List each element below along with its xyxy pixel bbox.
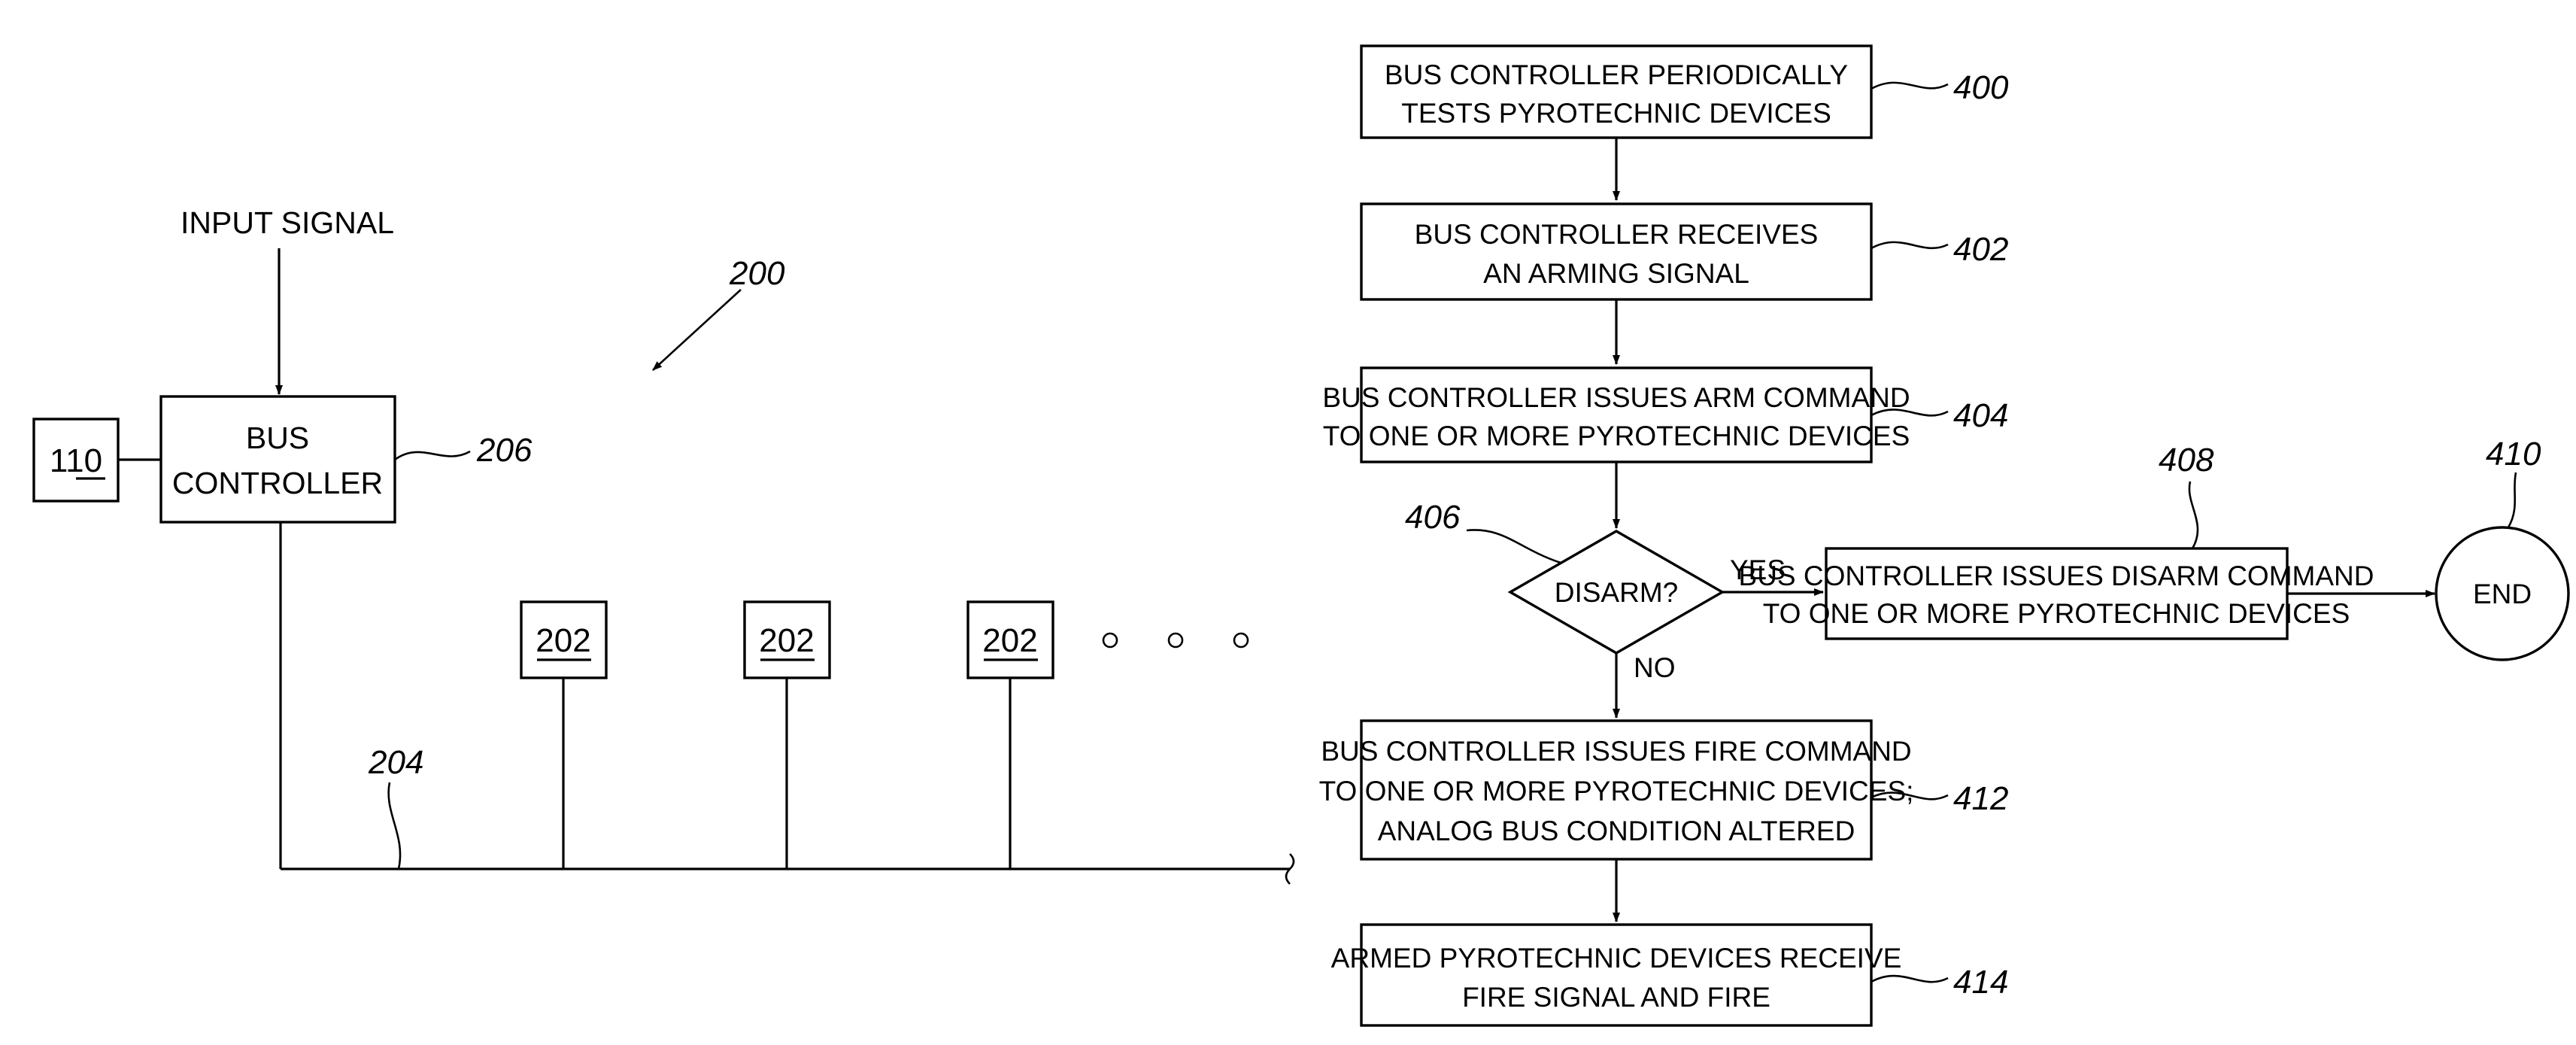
step-412-line2: TO ONE OR MORE PYROTECHNIC DEVICES; bbox=[1319, 776, 1914, 807]
ref-204-leader bbox=[389, 782, 400, 869]
ref-400: 400 bbox=[1953, 69, 2009, 106]
decision-406-label: DISARM? bbox=[1555, 577, 1678, 608]
input-signal-label: INPUT SIGNAL bbox=[181, 205, 394, 240]
ref-200: 200 bbox=[729, 255, 785, 292]
device-202-b: 202 bbox=[745, 602, 830, 869]
ref-408: 408 bbox=[2159, 442, 2214, 478]
flowchart: BUS CONTROLLER PERIODICALLY TESTS PYROTE… bbox=[1319, 46, 2568, 1025]
end-410-label: END bbox=[2473, 579, 2532, 609]
device-202-c-label: 202 bbox=[982, 622, 1037, 659]
ellipsis-dot-2 bbox=[1169, 633, 1182, 647]
box-110-label: 110 bbox=[50, 442, 102, 479]
decision-no-label: NO bbox=[1634, 652, 1676, 683]
ref-400-leader bbox=[1871, 83, 1948, 89]
ref-402: 402 bbox=[1953, 231, 2008, 268]
bus-controller-line1: BUS bbox=[246, 421, 309, 455]
step-400-line2: TESTS PYROTECHNIC DEVICES bbox=[1401, 98, 1831, 129]
ref-414: 414 bbox=[1953, 964, 2008, 1001]
bus-system-diagram: 200 INPUT SIGNAL 110 BUS CONTROLLER 206 … bbox=[34, 205, 1294, 884]
step-402-line1: BUS CONTROLLER RECEIVES bbox=[1415, 219, 1819, 250]
ref-410-leader bbox=[2508, 472, 2516, 527]
device-202-a: 202 bbox=[521, 602, 606, 869]
ref-206-leader bbox=[395, 451, 470, 460]
step-414-line2: FIRE SIGNAL AND FIRE bbox=[1462, 982, 1770, 1013]
ref-204: 204 bbox=[368, 744, 423, 781]
step-402-line2: AN ARMING SIGNAL bbox=[1483, 258, 1749, 289]
ref-402-leader bbox=[1871, 242, 1948, 248]
step-412-line3: ANALOG BUS CONDITION ALTERED bbox=[1378, 816, 1855, 846]
step-412-line1: BUS CONTROLLER ISSUES FIRE COMMAND bbox=[1321, 736, 1911, 767]
ref-414-leader bbox=[1871, 976, 1948, 982]
device-202-c: 202 bbox=[968, 602, 1053, 869]
ref-206: 206 bbox=[476, 432, 532, 469]
ref-406: 406 bbox=[1405, 499, 1461, 536]
ref-200-arrow bbox=[653, 290, 741, 370]
step-408-line2: TO ONE OR MORE PYROTECHNIC DEVICES bbox=[1763, 598, 2350, 629]
step-404-line1: BUS CONTROLLER ISSUES ARM COMMAND bbox=[1322, 382, 1910, 413]
device-202-b-label: 202 bbox=[759, 622, 814, 659]
bus-controller-box bbox=[161, 396, 395, 522]
ref-408-leader bbox=[2189, 481, 2198, 548]
step-408-line1: BUS CONTROLLER ISSUES DISARM COMMAND bbox=[1739, 560, 2374, 591]
ellipsis-dot-1 bbox=[1103, 633, 1117, 647]
step-400-line1: BUS CONTROLLER PERIODICALLY bbox=[1385, 59, 1848, 90]
ref-410: 410 bbox=[2486, 436, 2541, 472]
ref-406-leader bbox=[1467, 530, 1561, 563]
step-414-line1: ARMED PYROTECHNIC DEVICES RECEIVE bbox=[1331, 943, 1902, 974]
bus-controller-line2: CONTROLLER bbox=[172, 466, 383, 500]
ref-412: 412 bbox=[1953, 780, 2008, 817]
step-404-line2: TO ONE OR MORE PYROTECHNIC DEVICES bbox=[1323, 421, 1910, 451]
ellipsis-dot-3 bbox=[1234, 633, 1248, 647]
ref-404: 404 bbox=[1953, 397, 2008, 434]
device-202-a-label: 202 bbox=[536, 622, 590, 659]
